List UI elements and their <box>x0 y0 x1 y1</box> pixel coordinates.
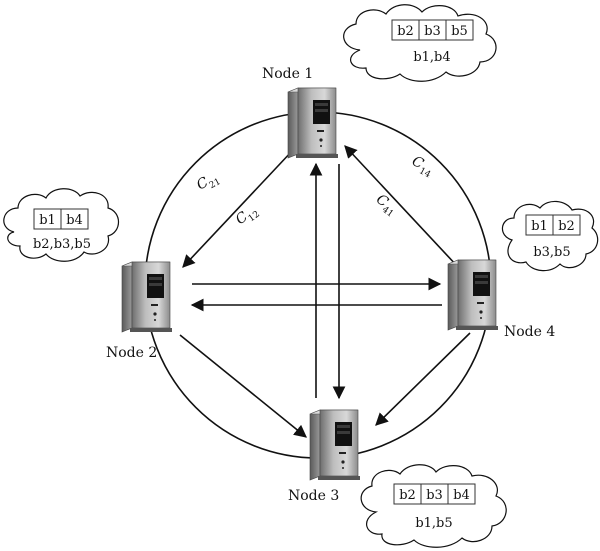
edge-label-c14: C14 <box>408 153 437 180</box>
node2-block-label: b4 <box>66 213 83 228</box>
node2-block <box>60 208 89 230</box>
node3-missing-blocks: b1,b5 <box>415 516 452 531</box>
node3-block-label: b2 <box>399 488 416 503</box>
edge-node2-to-node3 <box>179 334 307 438</box>
ring-topology-circle <box>144 111 492 459</box>
node1-block-label: b5 <box>451 24 468 39</box>
node3-server-icon <box>309 409 361 481</box>
node1-missing-blocks: b1,b4 <box>413 50 450 65</box>
node2-missing-blocks: b2,b3,b5 <box>33 237 91 252</box>
edge-node4-to-node1 <box>344 145 459 268</box>
edge-label-c12: C12 <box>233 202 262 230</box>
node3-block-label: b4 <box>453 488 470 503</box>
node2-server-icon <box>121 261 173 333</box>
node2-label: Node 2 <box>106 345 157 361</box>
node1-storage-cloud: b2 b3 b5 b1,b4 <box>343 4 497 82</box>
edge-label-c21: C21 <box>194 169 222 196</box>
node1-label: Node 1 <box>262 66 313 82</box>
node3-block-label: b3 <box>426 488 443 503</box>
node4-label: Node 4 <box>504 324 555 340</box>
node2-block-label: b1 <box>39 213 56 228</box>
node3-label: Node 3 <box>288 488 339 504</box>
edge-node1-to-node2 <box>182 149 294 268</box>
node2-storage-cloud: b1 b4 b2,b3,b5 <box>3 188 120 262</box>
node4-missing-blocks: b3,b5 <box>533 245 570 260</box>
edge-node4-to-node3 <box>375 332 471 426</box>
node1-block-label: b3 <box>424 24 441 39</box>
node4-storage-cloud: b1 b2 b3,b5 <box>501 200 599 272</box>
node1-block-label: b2 <box>397 24 414 39</box>
node4-block <box>552 214 581 236</box>
edge-label-c41: C41 <box>371 191 400 219</box>
node3-block <box>447 483 476 505</box>
node1-server-icon <box>287 87 339 159</box>
node4-block-label: b1 <box>531 219 548 234</box>
node1-block <box>445 19 474 41</box>
node3-storage-cloud: b2 b3 b4 b1,b5 <box>360 464 507 548</box>
node4-block-label: b2 <box>558 219 575 234</box>
node4-server-icon <box>447 259 499 331</box>
